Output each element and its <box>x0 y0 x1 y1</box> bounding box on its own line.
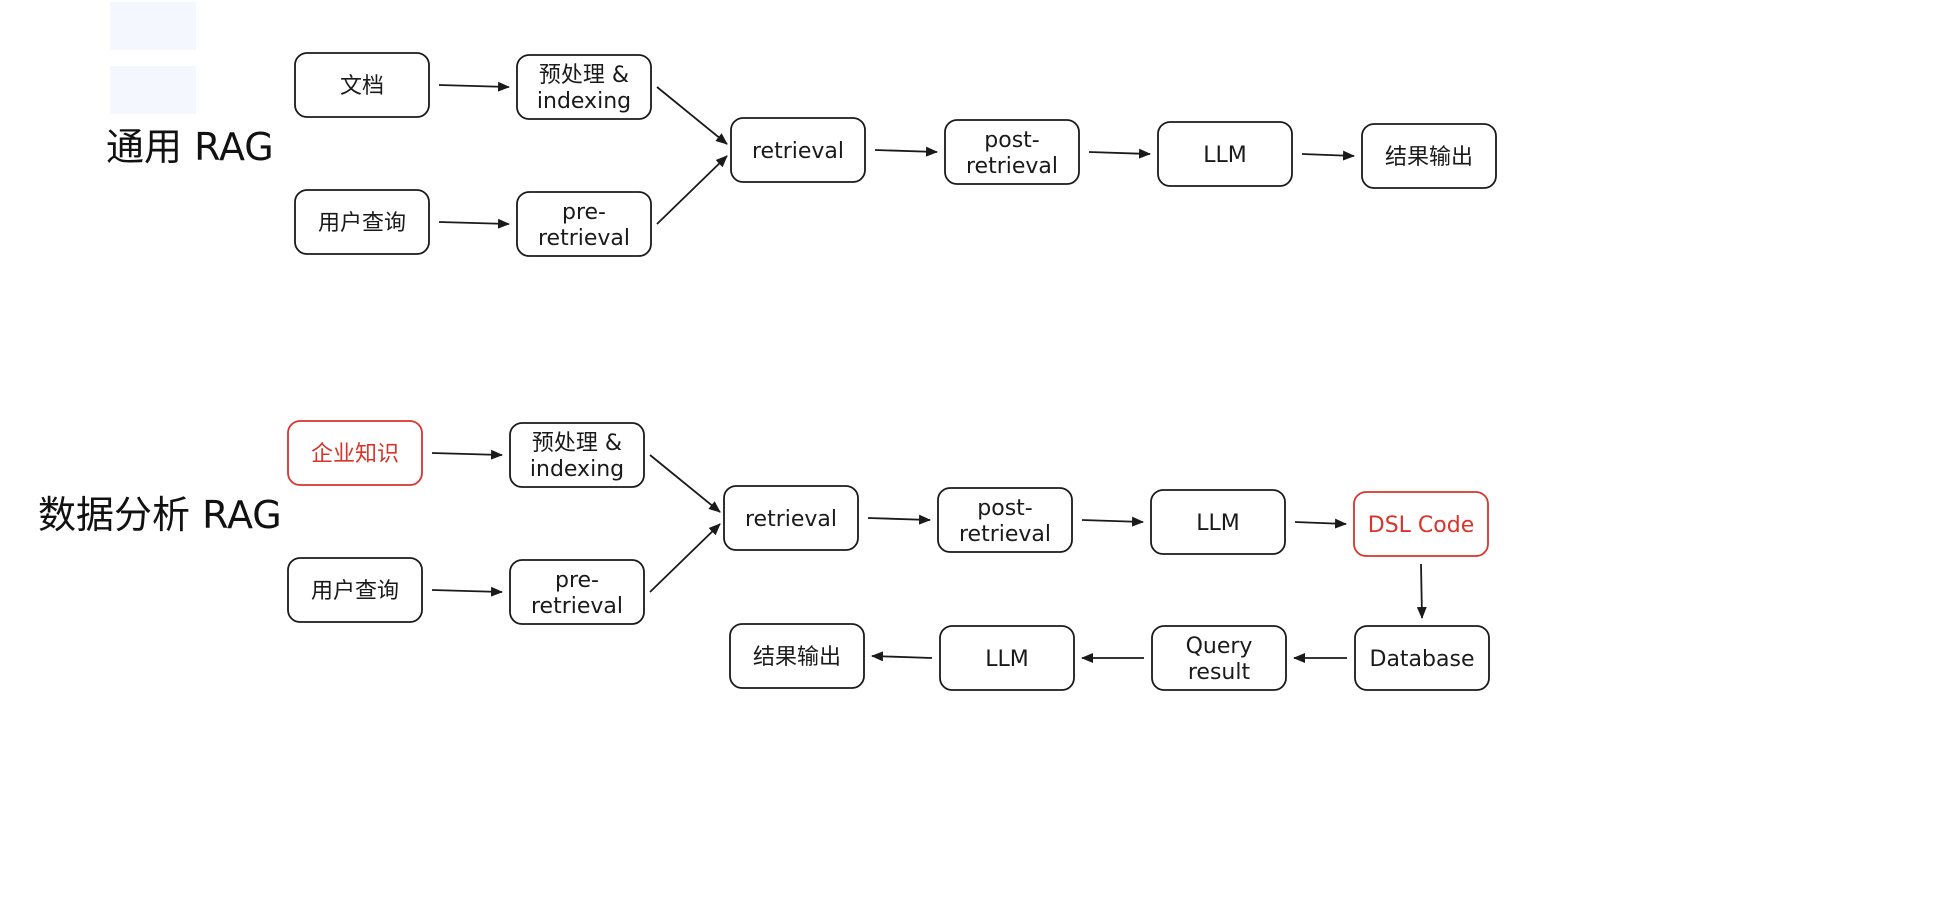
general-post-retrieval-node: post-retrieval <box>944 119 1080 185</box>
data-enterprise-knowledge-node: 企业知识 <box>287 420 423 486</box>
node-label: 文档 <box>340 74 384 99</box>
node-box <box>516 191 652 257</box>
data-preprocess-node: 预处理 &indexing <box>509 422 645 488</box>
flow-arrow <box>656 155 728 225</box>
node-label: Database <box>1370 647 1475 672</box>
flow-arrow <box>649 454 721 513</box>
node-box <box>509 422 645 488</box>
flow-arrow <box>874 146 938 157</box>
general-preprocess-node: 预处理 &indexing <box>516 54 652 120</box>
node-label: 预处理 & <box>532 431 622 456</box>
data-user-query-node: 用户查询 <box>287 557 423 623</box>
general-doc-node: 文档 <box>294 52 430 118</box>
flow-arrow <box>1294 518 1347 529</box>
node-box <box>723 485 859 551</box>
general-retrieval-node: retrieval <box>730 117 866 183</box>
node-box <box>729 623 865 689</box>
flow-arrow <box>431 449 503 460</box>
data-pre-retrieval-node: pre-retrieval <box>509 559 645 625</box>
node-label: pre- <box>555 568 599 593</box>
node-label: LLM <box>1196 511 1240 536</box>
node-label: 用户查询 <box>311 579 399 604</box>
flow-arrow <box>871 651 933 662</box>
general-user-query-node: 用户查询 <box>294 189 430 255</box>
node-label: LLM <box>985 647 1029 672</box>
node-box <box>730 117 866 183</box>
node-label: post- <box>977 496 1032 521</box>
flow-arrow <box>1081 516 1144 527</box>
node-box <box>1151 625 1287 691</box>
flow-arrow <box>656 86 728 145</box>
flow-arrow <box>867 514 931 525</box>
node-label: retrieval <box>745 507 837 532</box>
node-label: pre- <box>562 200 606 225</box>
flow-arrow <box>1301 150 1355 161</box>
data-analysis-rag-title: 数据分析 RAG <box>38 493 282 537</box>
node-label: retrieval <box>531 594 623 619</box>
flow-arrow <box>438 81 510 92</box>
node-label: indexing <box>537 89 631 114</box>
node-label: post- <box>984 128 1039 153</box>
node-box <box>287 420 423 486</box>
node-label: 企业知识 <box>311 442 399 467</box>
node-label: LLM <box>1203 143 1247 168</box>
general-rag-title: 通用 RAG <box>106 125 274 169</box>
node-box <box>1157 121 1293 187</box>
node-label: 结果输出 <box>753 645 841 670</box>
flow-arrow <box>1416 563 1427 619</box>
node-label: retrieval <box>538 226 630 251</box>
node-box <box>1150 489 1286 555</box>
node-label: result <box>1188 660 1251 685</box>
general-llm-node: LLM <box>1157 121 1293 187</box>
flow-arrow <box>431 586 503 597</box>
node-box <box>939 625 1075 691</box>
node-box <box>294 189 430 255</box>
data-database-node: Database <box>1354 625 1490 691</box>
node-label: retrieval <box>752 139 844 164</box>
data-llm2-node: LLM <box>939 625 1075 691</box>
node-box <box>937 487 1073 553</box>
node-box <box>287 557 423 623</box>
flow-arrow <box>649 523 721 593</box>
node-box <box>509 559 645 625</box>
node-label: retrieval <box>959 522 1051 547</box>
node-label: DSL Code <box>1368 513 1474 538</box>
node-box <box>1353 491 1489 557</box>
node-box <box>1361 123 1497 189</box>
data-llm-node: LLM <box>1150 489 1286 555</box>
node-box <box>294 52 430 118</box>
node-label: Query <box>1186 634 1253 659</box>
flow-arrow <box>1088 148 1151 159</box>
general-output-node: 结果输出 <box>1361 123 1497 189</box>
node-box <box>516 54 652 120</box>
faint-background-block <box>110 2 196 50</box>
node-label: indexing <box>530 457 624 482</box>
node-label: 用户查询 <box>318 211 406 236</box>
data-post-retrieval-node: post-retrieval <box>937 487 1073 553</box>
general-pre-retrieval-node: pre-retrieval <box>516 191 652 257</box>
flow-arrow <box>438 218 510 229</box>
node-label: 预处理 & <box>539 63 629 88</box>
data-dsl-code-node: DSL Code <box>1353 491 1489 557</box>
faint-background-block <box>110 66 196 114</box>
data-output-node: 结果输出 <box>729 623 865 689</box>
node-label: 结果输出 <box>1385 145 1473 170</box>
data-retrieval-node: retrieval <box>723 485 859 551</box>
node-box <box>944 119 1080 185</box>
node-label: retrieval <box>966 154 1058 179</box>
node-box <box>1354 625 1490 691</box>
